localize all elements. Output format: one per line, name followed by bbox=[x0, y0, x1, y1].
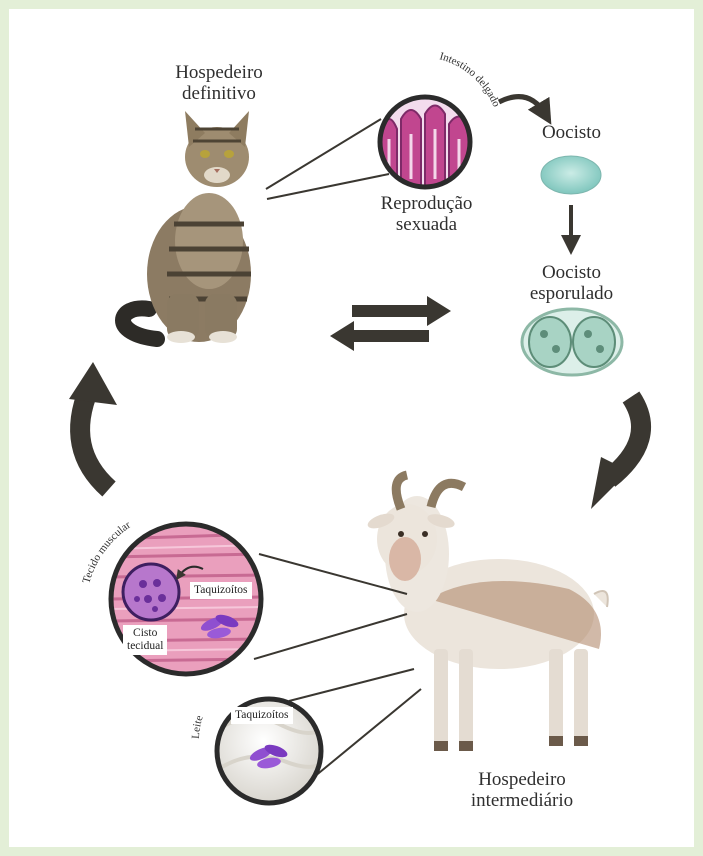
tachyzoites-muscle-tag: Taquizoítos bbox=[190, 582, 252, 599]
sporulated-oocyst-micrograph bbox=[522, 309, 622, 375]
cat-illustration bbox=[123, 111, 251, 343]
exchange-arrows bbox=[330, 296, 451, 351]
oocyst-label: Oocisto bbox=[524, 122, 619, 143]
tachyzoites-milk-tag: Taquizoítos bbox=[231, 707, 293, 724]
milk-label: Leite bbox=[190, 714, 206, 739]
tissue-cyst-shape bbox=[123, 564, 179, 620]
life-cycle-diagram: Intestino delgado bbox=[9, 9, 694, 847]
arrow-to-cat bbox=[80, 389, 109, 489]
intestine-micrograph bbox=[379, 97, 471, 189]
goat-illustration bbox=[366, 475, 608, 751]
arrow-to-oocyst bbox=[499, 97, 545, 114]
oocyst-micrograph bbox=[541, 156, 601, 194]
